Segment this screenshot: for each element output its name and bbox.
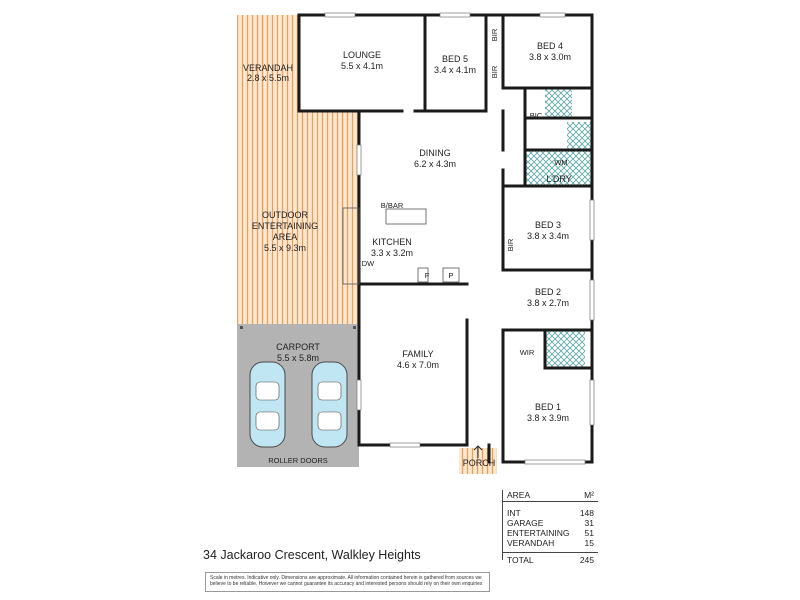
kitchen-dims: 3.3 x 3.2m	[371, 248, 413, 258]
kitchen-name: KITCHEN	[372, 237, 412, 247]
family-dims: 4.6 x 7.0m	[397, 360, 439, 370]
bed4-dims: 3.8 x 3.0m	[529, 52, 571, 62]
outdoor-entertaining-deck	[237, 111, 359, 324]
area-row-label: VERANDAH	[507, 538, 555, 548]
bed5-dims: 3.4 x 4.1m	[434, 65, 476, 75]
outdoor-name-1: OUTDOOR	[262, 210, 308, 220]
ldry-label: L'DRY	[546, 174, 572, 184]
dw-label: DW	[362, 259, 375, 268]
verandah-deck	[237, 15, 299, 111]
windows	[324, 12, 595, 465]
carport-dims: 5.5 x 5.8m	[277, 353, 319, 363]
area-row: GARAGE 31	[503, 518, 598, 528]
area-row-label: ENTERTAINING	[507, 528, 570, 538]
bir-label-top: BIR	[490, 28, 499, 41]
verandah-name: VERANDAH	[243, 63, 293, 73]
area-row-label: GARAGE	[507, 518, 544, 528]
car-left	[249, 361, 286, 448]
disclaimer-box: Scale in metres. Indicative only. Dimens…	[205, 572, 490, 592]
bir-label-bed5: BIR	[490, 65, 499, 78]
ensuite-tiles-top	[545, 88, 572, 118]
pantry-label: P	[448, 271, 453, 280]
bir-label-bed3: BIR	[506, 238, 515, 251]
outdoor-dims: 5.5 x 9.3m	[264, 243, 306, 253]
outdoor-name-2: ENTERTAINING	[252, 221, 318, 231]
bed4-name: BED 4	[537, 41, 563, 51]
property-address: 34 Jackaroo Crescent, Walkley Heights	[203, 548, 421, 562]
area-row-value: 15	[584, 538, 594, 548]
area-row-value: 148	[579, 508, 594, 518]
area-total-row: TOTAL 245	[503, 552, 598, 565]
lounge-dims: 5.5 x 4.1m	[341, 61, 383, 71]
area-total-label: TOTAL	[507, 555, 534, 565]
dining-name: DINING	[419, 148, 451, 158]
wm-label: WM	[554, 158, 567, 167]
bed3-name: BED 3	[535, 220, 561, 230]
bed1-name: BED 1	[535, 402, 561, 412]
car-right	[311, 361, 348, 448]
carport-name: CARPORT	[276, 342, 320, 352]
outdoor-name-3: AREA	[273, 232, 298, 242]
ensuite-tiles-bed1	[545, 330, 585, 368]
bic-label: BIC	[530, 111, 543, 120]
area-total-value: 245	[579, 555, 594, 565]
area-row-value: 31	[584, 518, 594, 528]
family-name: FAMILY	[402, 349, 433, 359]
carport-posts	[240, 326, 356, 329]
area-table-header: AREA M²	[503, 490, 598, 502]
wir-label: WIR	[520, 348, 535, 357]
laundry-tiles	[525, 150, 592, 186]
area-header-label: AREA	[507, 490, 531, 500]
bed5-name: BED 5	[442, 54, 468, 64]
porch-label: PORCH	[463, 458, 496, 468]
area-row-label: INT	[507, 508, 521, 518]
kitchen-benches	[342, 207, 460, 285]
bed3-dims: 3.8 x 3.4m	[527, 231, 569, 241]
dining-dims: 6.2 x 4.3m	[414, 159, 456, 169]
area-row: ENTERTAINING 51	[503, 528, 598, 538]
fridge-label: F	[425, 271, 430, 280]
bed2-name: BED 2	[535, 287, 561, 297]
bbar-label: B/BAR	[381, 201, 404, 210]
entry-arrow-icon	[473, 445, 483, 458]
bathroom-tiles	[567, 122, 592, 150]
area-row-value: 51	[584, 528, 594, 538]
bed2-dims: 3.8 x 2.7m	[527, 298, 569, 308]
area-header-unit: M²	[584, 490, 594, 500]
area-row: VERANDAH 15	[503, 538, 598, 548]
bed1-dims: 3.8 x 3.9m	[527, 413, 569, 423]
lounge-name: LOUNGE	[343, 50, 381, 60]
area-table-divider	[502, 490, 503, 560]
area-table: AREA M² INT 148 GARAGE 31 ENTERTAINING 5…	[502, 490, 598, 565]
verandah-dims: 2.8 x 5.5m	[247, 73, 289, 83]
roller-doors-label: ROLLER DOORS	[268, 456, 328, 465]
area-row: INT 148	[503, 508, 598, 518]
